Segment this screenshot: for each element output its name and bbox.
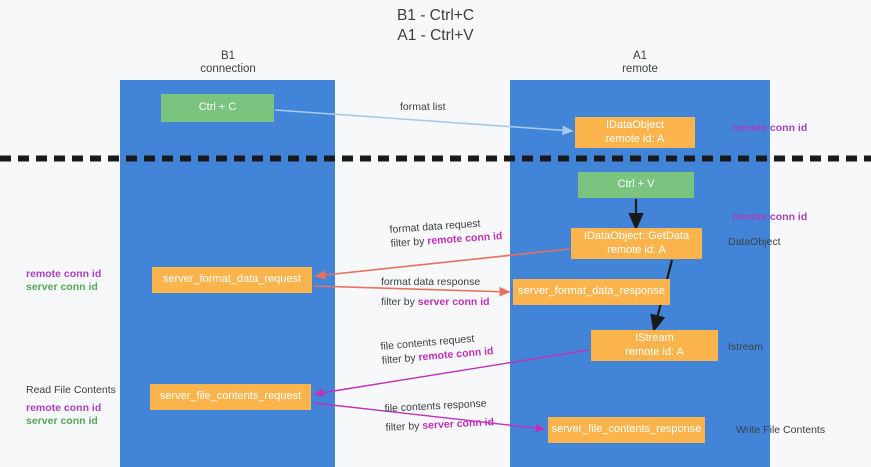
annotation-left-read-file-contents: Read File Contents	[26, 384, 116, 396]
node-istream-remote-id: remote id: A	[625, 345, 684, 358]
annotation-right-dataobject: DataObject	[728, 236, 781, 248]
swimlane-header-b1: B1 connection	[128, 50, 328, 76]
node-idataobject-label: IDataObject	[605, 119, 665, 131]
edge-label-format-data-response-filter: filter by server conn id	[381, 295, 490, 309]
annotation-right-istream: Istream	[728, 341, 764, 353]
edge-label-file-contents-response: file contents response	[384, 397, 487, 415]
node-server-format-data-response[interactable]: server_format_data_response	[513, 279, 670, 305]
node-server-file-contents-response-label: server_file_contents_response	[551, 423, 702, 436]
node-server-file-contents-request[interactable]: server_file_contents_request	[150, 384, 311, 410]
filter-prefix: filter by	[381, 296, 418, 308]
swimlane-header-a1: A1 remote	[540, 50, 740, 76]
node-idataobject[interactable]: IDataObject remote id: A	[575, 117, 695, 148]
edge-label-format-data-response-group: format data response filter by server co…	[381, 275, 490, 309]
swimlane-header-b1-line1: B1	[220, 50, 236, 62]
filter-prefix: filter by	[385, 419, 423, 434]
node-idataobject-remote-id: remote id: A	[605, 132, 665, 145]
edge-label-format-data-request-group: format data request filter by remote con…	[389, 215, 503, 251]
node-server-format-data-request[interactable]: server_format_data_request	[152, 267, 312, 293]
node-idataobject-getdata[interactable]: IDataObject::GetData remote id: A	[571, 228, 702, 259]
node-istream[interactable]: IStream remote id: A	[591, 330, 718, 361]
edge-label-file-contents-response-filter: filter by server conn id	[385, 415, 494, 435]
node-server-file-contents-request-label: server_file_contents_request	[159, 390, 302, 403]
node-server-file-contents-response[interactable]: server_file_contents_response	[548, 417, 705, 443]
swimlane-header-a1-line2: remote	[622, 63, 658, 75]
node-getdata-remote-id: remote id: A	[607, 243, 666, 256]
annotation-right-remote-conn-id-mid: remote conn id	[732, 211, 808, 223]
annotation-left-server-conn-id-bottom: server conn id	[26, 415, 98, 427]
filter-prefix: filter by	[390, 235, 428, 250]
filter-key-server-conn-id: server conn id	[417, 296, 490, 308]
swimlane-header-b1-line2: connection	[200, 63, 256, 75]
edge-label-file-contents-request-group: file contents request filter by remote c…	[380, 330, 494, 368]
node-server-format-data-response-label: server_format_data_response	[518, 285, 665, 298]
node-ctrl-v-label: Ctrl + V	[617, 178, 655, 191]
title-line-2: A1 - Ctrl+V	[397, 27, 474, 44]
filter-key-server-conn-id: server conn id	[421, 416, 495, 432]
title-line-1: B1 - Ctrl+C	[396, 7, 475, 24]
annotation-right-write-file-contents: Write File Contents	[736, 424, 826, 436]
diagram-title: B1 - Ctrl+C A1 - Ctrl+V	[0, 6, 871, 46]
annotation-left-server-conn-id-mid: server conn id	[26, 281, 98, 293]
filter-key-remote-conn-id: remote conn id	[426, 230, 503, 248]
annotation-left-remote-conn-id-mid: remote conn id	[26, 268, 102, 280]
filter-prefix: filter by	[381, 351, 419, 367]
edge-label-format-data-response: format data response	[381, 276, 481, 288]
annotation-left-remote-conn-id-bottom: remote conn id	[26, 402, 102, 414]
node-istream-label: IStream	[635, 332, 674, 344]
edge-label-file-contents-response-group: file contents response filter by server …	[384, 396, 494, 435]
edge-label-format-list: format list	[400, 101, 446, 113]
node-server-format-data-request-label: server_format_data_request	[162, 273, 302, 286]
node-ctrl-c-label: Ctrl + C	[198, 101, 237, 114]
node-getdata-label: IDataObject::GetData	[583, 230, 690, 242]
phase-separator-dashed-line	[0, 155, 871, 162]
swimlane-header-a1-line1: A1	[632, 50, 648, 62]
node-ctrl-v[interactable]: Ctrl + V	[578, 172, 694, 198]
node-ctrl-c[interactable]: Ctrl + C	[161, 94, 274, 122]
annotation-right-remote-conn-id-top: remote conn id	[732, 122, 808, 134]
